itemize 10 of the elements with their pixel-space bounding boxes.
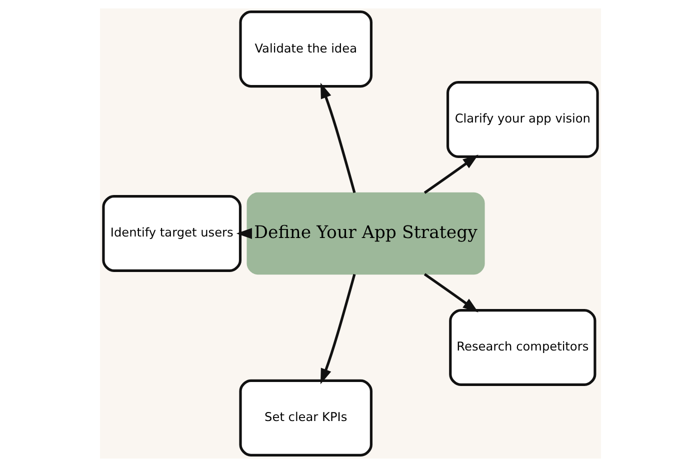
node-box: Identify target users: [102, 194, 242, 272]
arrow: [236, 228, 252, 239]
arrow: [423, 154, 478, 194]
node-box: Clarify your app vision: [446, 81, 598, 158]
arrow: [320, 82, 356, 194]
node-box: Validate the idea: [238, 10, 372, 88]
arrow: [320, 274, 356, 384]
node-box: Research competitors: [448, 308, 596, 386]
arrow: [423, 273, 478, 312]
node-box: Set clear KPIs: [238, 379, 372, 456]
